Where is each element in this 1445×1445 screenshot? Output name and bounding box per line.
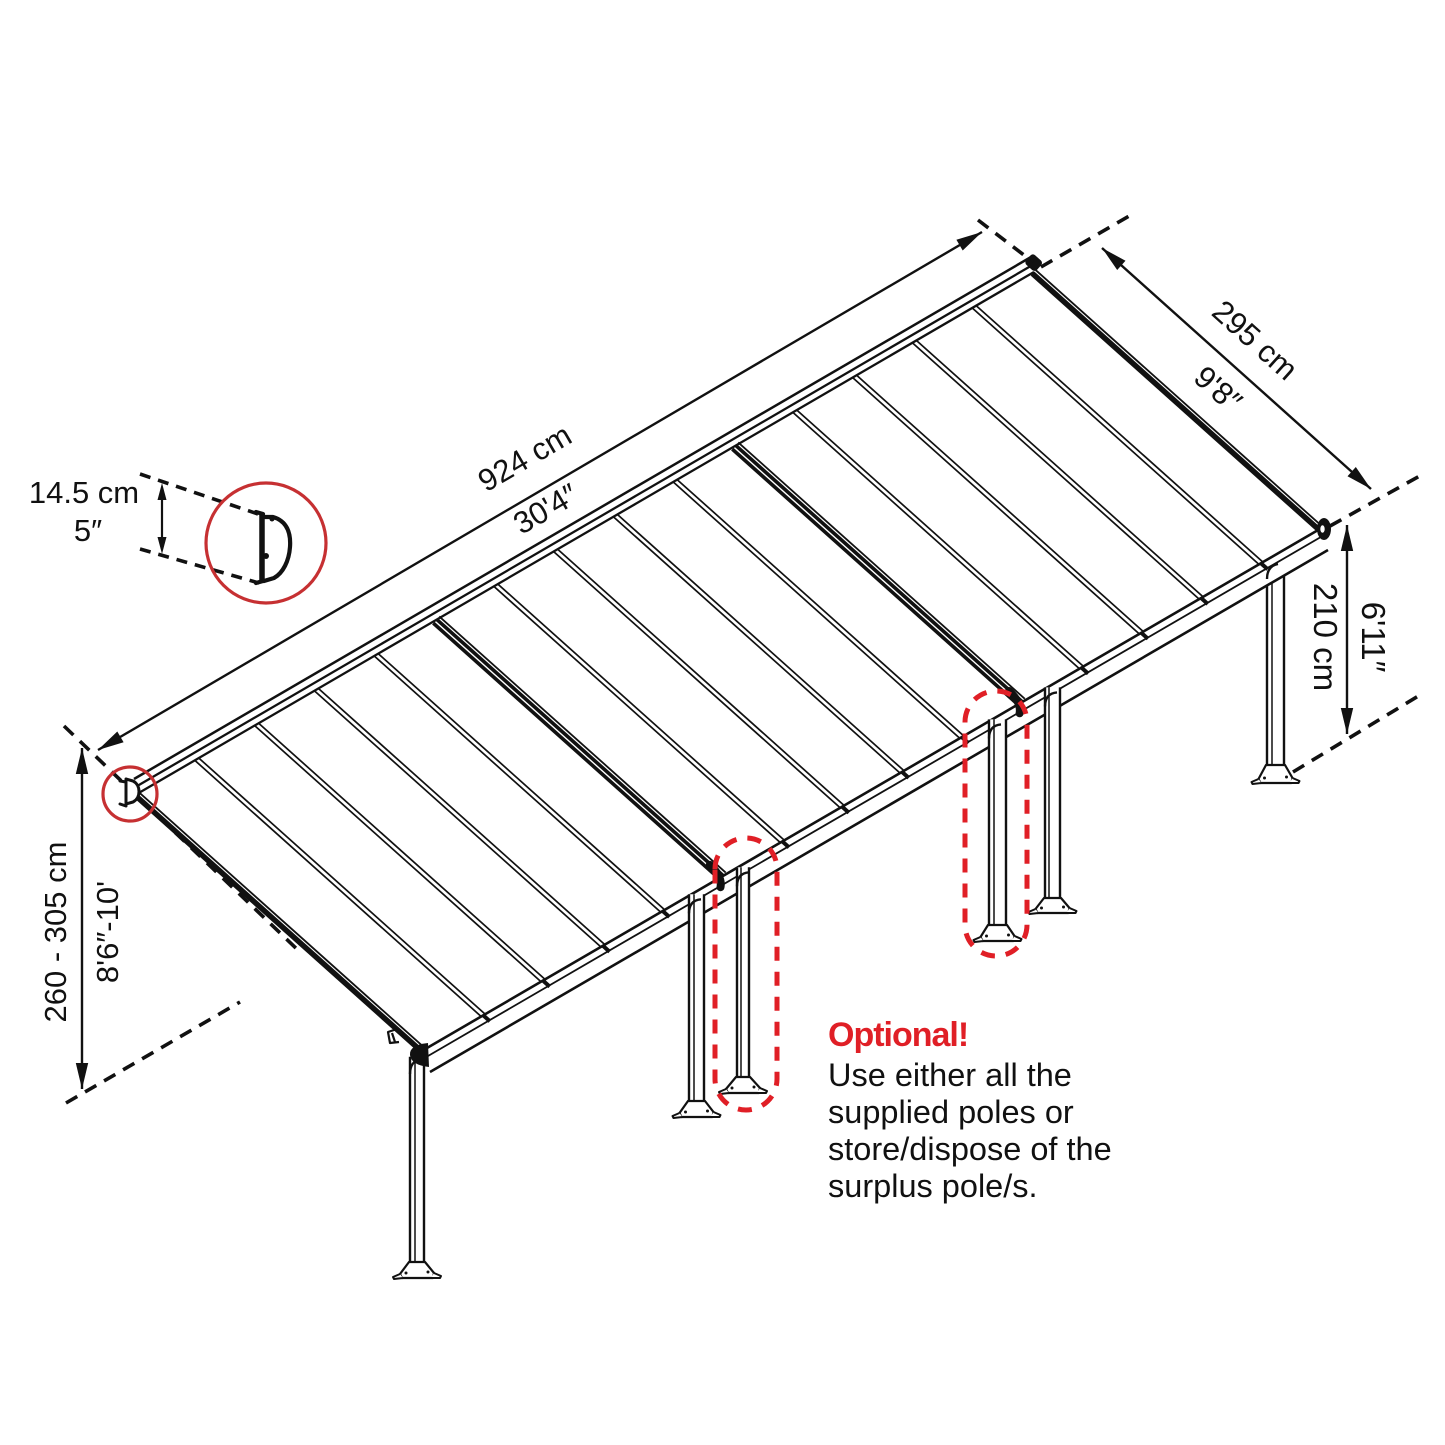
svg-text:8'6″-10': 8'6″-10' [90,881,125,983]
svg-text:6'11″: 6'11″ [1355,602,1392,673]
svg-text:14.5 cm: 14.5 cm [29,475,139,510]
svg-text:supplied poles or: supplied poles or [828,1094,1074,1130]
svg-text:surplus pole/s.: surplus pole/s. [828,1168,1038,1204]
svg-text:210 cm: 210 cm [1307,583,1344,691]
svg-text:store/dispose of the: store/dispose of the [828,1131,1112,1167]
svg-text:5″: 5″ [74,513,102,548]
svg-text:Use either all the: Use either all the [828,1057,1072,1093]
svg-text:Optional!: Optional! [828,1016,968,1054]
svg-text:260 - 305 cm: 260 - 305 cm [38,842,73,1023]
